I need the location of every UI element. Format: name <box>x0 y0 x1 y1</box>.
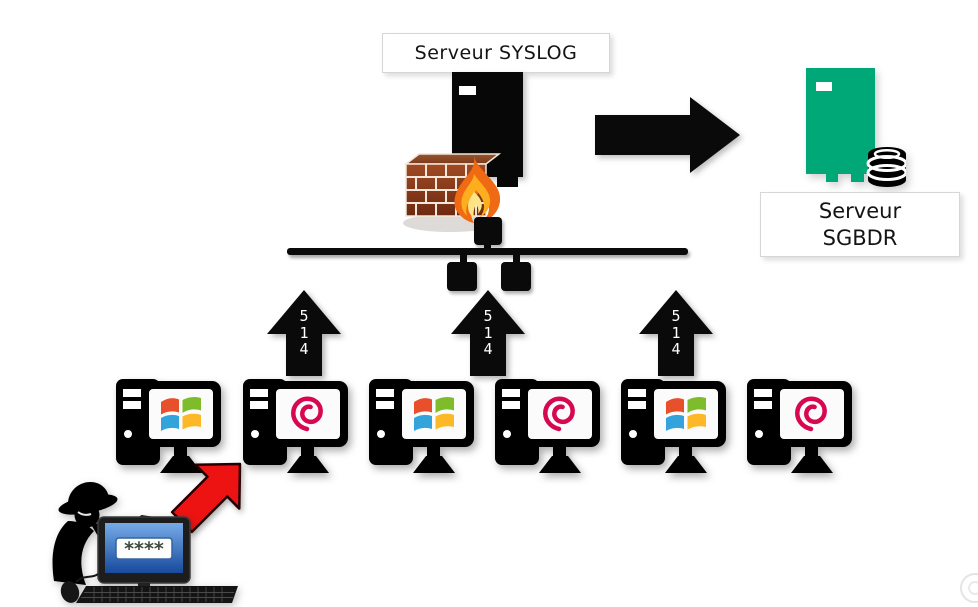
computer-debian <box>495 379 600 473</box>
port-514-label: 5 1 4 <box>299 307 309 358</box>
hacker-spy-icon: **** <box>52 481 238 603</box>
windows-logo-icon <box>161 396 201 431</box>
mouse-icon <box>60 573 99 603</box>
port-514-label: 5 1 4 <box>483 307 493 358</box>
port-514-label: 5 1 4 <box>671 307 681 358</box>
data-flow-arrow-icon <box>595 97 740 173</box>
debian-logo-icon <box>291 396 323 432</box>
connector-stem <box>484 243 491 250</box>
network-connector-icon <box>447 262 477 291</box>
sgbdr-server-label: Serveur SGBDR <box>760 192 960 257</box>
port-514-arrow-icon: 5 1 4 <box>265 288 343 376</box>
computer-windows <box>369 379 474 473</box>
watermark-icon <box>960 573 978 603</box>
debian-logo-icon <box>543 396 575 432</box>
sgbdr-label-line1: Serveur <box>818 198 902 223</box>
network-connector-icon <box>501 262 531 291</box>
network-connector-icon <box>474 217 502 245</box>
password-mask-text: **** <box>124 538 164 560</box>
computer-windows <box>116 379 221 473</box>
syslog-server-label: Serveur SYSLOG <box>382 33 610 73</box>
connector-stem <box>460 254 467 263</box>
firewall-shadow <box>403 214 497 232</box>
network-bus <box>287 248 688 255</box>
syslog-server-label-text: Serveur SYSLOG <box>414 42 578 64</box>
computer-windows <box>621 379 726 473</box>
windows-logo-icon <box>666 396 706 431</box>
computer-debian <box>747 379 852 473</box>
sgbdr-drive-slot <box>816 82 832 91</box>
syslog-server-drive-slot <box>459 86 476 95</box>
port-514-arrow-icon: 5 1 4 <box>449 288 527 376</box>
password-screen-icon: **** <box>97 516 191 595</box>
debian-logo-icon <box>795 396 827 432</box>
sgbdr-server-icon <box>806 68 906 187</box>
keyboard-icon <box>76 586 238 603</box>
syslog-server-tower-foot <box>497 177 518 187</box>
flame-icon <box>454 156 501 223</box>
port-514-arrow-icon: 5 1 4 <box>637 288 715 376</box>
database-stack-icon <box>866 147 906 187</box>
computer-debian <box>243 379 348 473</box>
windows-logo-icon <box>414 396 454 431</box>
connector-stem <box>513 254 520 263</box>
sgbdr-label-line2: SGBDR <box>822 225 898 250</box>
